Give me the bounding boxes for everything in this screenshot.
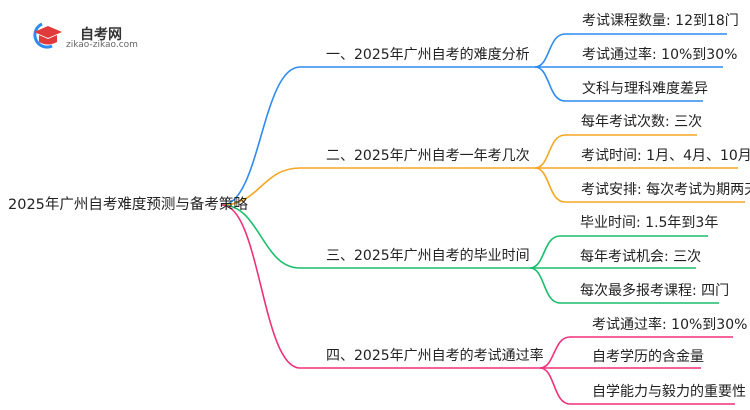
leaf-node[interactable]: 考试时间: 1月、4月、10月: [581, 148, 750, 164]
branch-node[interactable]: 二、2025年广州自考一年考几次: [326, 148, 530, 164]
branch-2-lines: [221, 134, 745, 206]
leaf-node[interactable]: 每年考试次数: 三次: [581, 114, 703, 130]
leaf-node[interactable]: 文科与理科难度差异: [582, 81, 708, 97]
leaf-node[interactable]: 考试课程数量: 12到18门: [582, 13, 739, 29]
leaf-node[interactable]: 考试通过率: 10%到30%: [592, 317, 748, 333]
root-node[interactable]: 2025年广州自考难度预测与备考策略: [8, 197, 248, 213]
branch-1-lines: [221, 33, 727, 206]
branch-node[interactable]: 三、2025年广州自考的毕业时间: [326, 248, 530, 264]
logo-subtitle: zikao-zikao.com: [66, 40, 138, 50]
leaf-node[interactable]: 自学能力与毅力的重要性: [592, 384, 746, 400]
leaf-node[interactable]: 考试安排: 每次考试为期两天: [581, 182, 750, 198]
branch-4-lines: [221, 204, 735, 405]
leaf-node[interactable]: 考试通过率: 10%到30%: [582, 47, 738, 63]
logo-title: 自考网: [80, 27, 122, 43]
logo-icon: [33, 22, 62, 49]
leaf-node[interactable]: 毕业时间: 1.5年到3年: [580, 215, 719, 231]
branch-3-lines: [221, 204, 719, 304]
branch-node[interactable]: 四、2025年广州自考的考试通过率: [326, 348, 544, 364]
leaf-node[interactable]: 自考学历的含金量: [592, 349, 704, 365]
leaf-node[interactable]: 每次最多报考课程: 四门: [580, 283, 730, 299]
leaf-node[interactable]: 每年考试机会: 三次: [580, 249, 702, 265]
branch-node[interactable]: 一、2025年广州自考的难度分析: [326, 47, 530, 63]
